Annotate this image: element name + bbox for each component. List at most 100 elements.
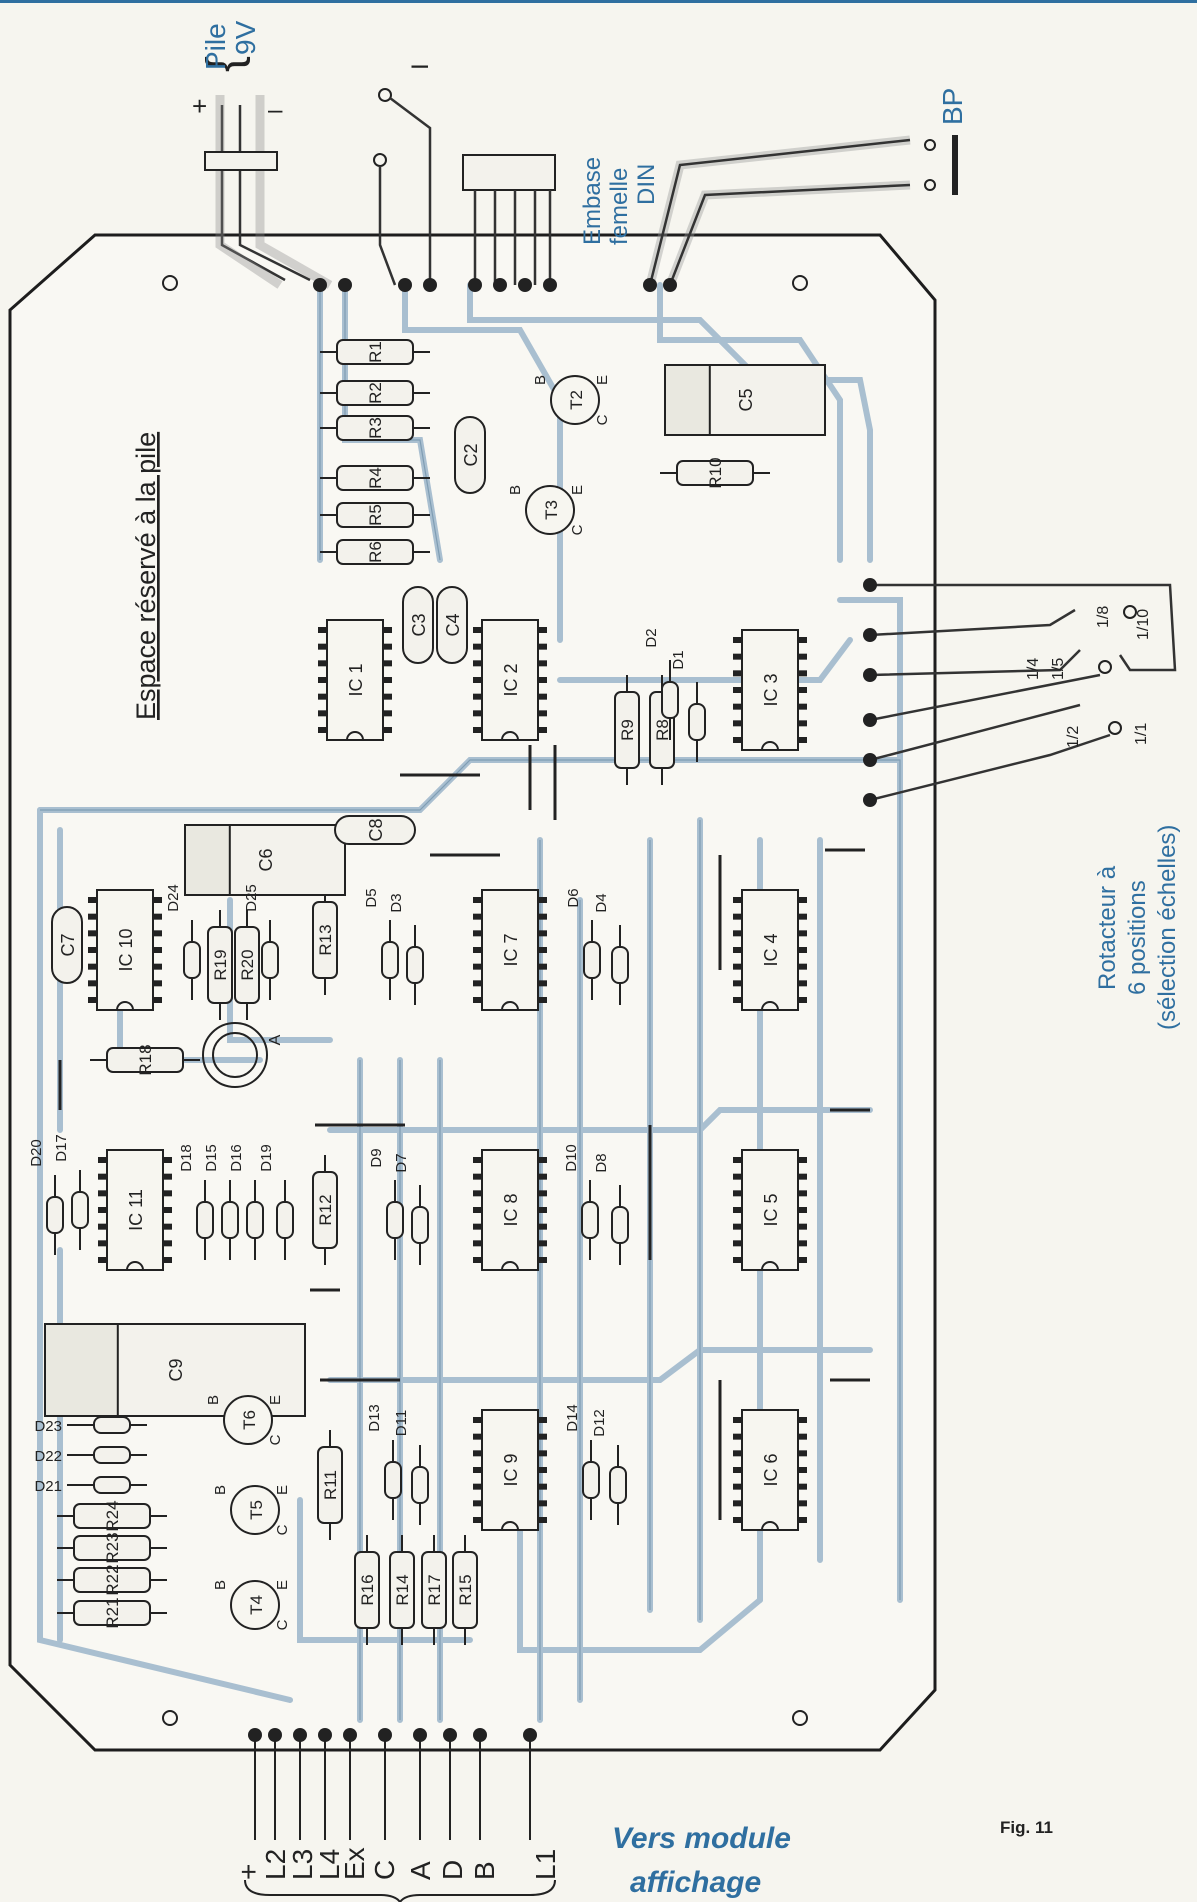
rotary-label-line2: 6 positions <box>1124 880 1151 995</box>
transistor-pin-b: B <box>212 1485 229 1495</box>
diode-d21: D21 <box>34 1476 147 1495</box>
resistor-label-r24: R24 <box>103 1500 122 1531</box>
resistor-r13: R13 <box>312 885 338 995</box>
resistor-r2: R2 <box>320 380 430 406</box>
transistor-pin-b: B <box>205 1395 222 1405</box>
transistor-pin-e: E <box>569 485 586 495</box>
resistor-label-r8: R8 <box>653 719 672 741</box>
diode-d13: D13 <box>366 1404 402 1520</box>
resistor-label-r14: R14 <box>393 1574 412 1605</box>
resistor-r4: R4 <box>320 465 430 491</box>
transistor-label-t4: T4 <box>247 1595 266 1615</box>
resistor-r24: R24 <box>57 1500 167 1532</box>
resistor-label-r13: R13 <box>316 924 335 955</box>
battery-brace: { <box>198 56 251 72</box>
resistor-label-r16: R16 <box>358 1574 377 1605</box>
resistor-label-r3: R3 <box>366 417 385 439</box>
resistor-label-r6: R6 <box>366 541 385 563</box>
capacitor-c8: C8 <box>334 815 416 845</box>
resistor-label-r23: R23 <box>103 1532 122 1563</box>
diode-label-d2: D2 <box>643 628 660 647</box>
diode-d9: D9 <box>368 1148 404 1260</box>
display-pin-ex: Ex <box>339 1847 370 1880</box>
power-switch <box>373 88 432 286</box>
diode-label-d16: D16 <box>228 1144 245 1172</box>
solder-pad <box>423 278 437 292</box>
resistor-label-r20: R20 <box>238 949 257 980</box>
resistor-label-r18: R18 <box>136 1044 155 1075</box>
resistor-r15: R15 <box>452 1535 478 1645</box>
ic-ic-6: IC 6 <box>733 1409 807 1531</box>
din-label-line3: DIN <box>633 164 660 205</box>
diode-d22: D22 <box>34 1446 147 1465</box>
transistor-pin-b: B <box>507 485 524 495</box>
display-pin-a: A <box>405 1861 436 1880</box>
diode-label-d13: D13 <box>366 1404 383 1432</box>
switch-label: I <box>407 63 434 70</box>
battery-voltage-label: 9V <box>230 20 261 55</box>
solder-pad <box>863 753 877 767</box>
diode-label-d11: D11 <box>393 1410 410 1436</box>
diode-label-d14: D14 <box>564 1404 581 1432</box>
ic-ic-1: IC 1 <box>318 619 392 741</box>
diode-label-d24: D24 <box>165 884 182 912</box>
ic-label-ic-9: IC 9 <box>501 1453 521 1486</box>
capacitor-label-c4: C4 <box>443 613 463 636</box>
display-pin-l4: L4 <box>314 1849 345 1880</box>
solder-pad <box>543 278 557 292</box>
push-button-label: BP <box>937 88 968 125</box>
diode-label-d7: D7 <box>393 1153 410 1172</box>
capacitor-c3: C3 <box>402 586 434 664</box>
solder-pad <box>518 278 532 292</box>
resistor-r11: R11 <box>317 1430 343 1540</box>
resistor-label-r9: R9 <box>618 719 637 741</box>
ic-label-ic-11: IC 11 <box>126 1189 146 1231</box>
ic-label-ic-7: IC 7 <box>501 933 521 966</box>
solder-pad <box>663 278 677 292</box>
trimmer-potentiometer: A <box>202 1022 284 1088</box>
solder-pad <box>863 578 877 592</box>
display-pin-c: C <box>369 1860 400 1880</box>
ic-ic-8: IC 8 <box>473 1149 547 1271</box>
rotary-label-line1: Rotacteur à <box>1094 865 1121 990</box>
resistor-label-r1: R1 <box>366 341 385 363</box>
ic-label-ic-3: IC 3 <box>761 673 781 706</box>
diode-label-d1: D1 <box>670 650 687 669</box>
display-pin-b: B <box>469 1861 500 1880</box>
transistor-pin-e: E <box>267 1395 284 1405</box>
rotary-switch-wiring <box>869 583 1177 802</box>
display-label-line2: affichage <box>630 1866 761 1899</box>
rotary-label-line3: (sélection échelles) <box>1154 825 1181 1030</box>
battery-plus-label: + <box>192 91 207 121</box>
diode-d8: D8 <box>593 1153 629 1265</box>
solder-pad <box>248 1728 262 1742</box>
diode-label-d5: D5 <box>363 888 380 907</box>
ic-ic-9: IC 9 <box>473 1409 547 1531</box>
capacitor-label-c9: C9 <box>166 1358 186 1381</box>
solder-pad <box>318 1728 332 1742</box>
resistor-r16: R16 <box>354 1535 380 1645</box>
push-button <box>645 135 958 287</box>
battery-leads <box>204 95 333 289</box>
diode-d7: D7 <box>393 1153 429 1265</box>
diode-d17: D17 <box>53 1134 89 1250</box>
ic-label-ic-2: IC 2 <box>501 663 521 696</box>
transistor-pin-b: B <box>212 1580 229 1590</box>
resistor-label-r10: R10 <box>706 457 725 488</box>
transistor-pin-c: C <box>569 524 586 535</box>
ic-label-ic-1: IC 1 <box>346 663 366 696</box>
battery-name-label: Pile <box>200 23 231 70</box>
diode-d16: D16 <box>228 1144 264 1260</box>
rotary-position-1-8: 1/8 <box>1095 606 1112 628</box>
transistor-pin-e: E <box>274 1485 291 1495</box>
diode-d6: D6 <box>565 888 601 1000</box>
transistor-pin-e: E <box>594 375 611 385</box>
solder-pad <box>398 278 412 292</box>
capacitor-c2: C2 <box>454 416 486 494</box>
capacitor-c6: C6 <box>184 824 346 896</box>
resistor-label-r19: R19 <box>211 949 230 980</box>
solder-pad <box>863 628 877 642</box>
resistor-r19: R19 <box>207 910 233 1020</box>
resistor-r20: R20 <box>234 910 260 1020</box>
